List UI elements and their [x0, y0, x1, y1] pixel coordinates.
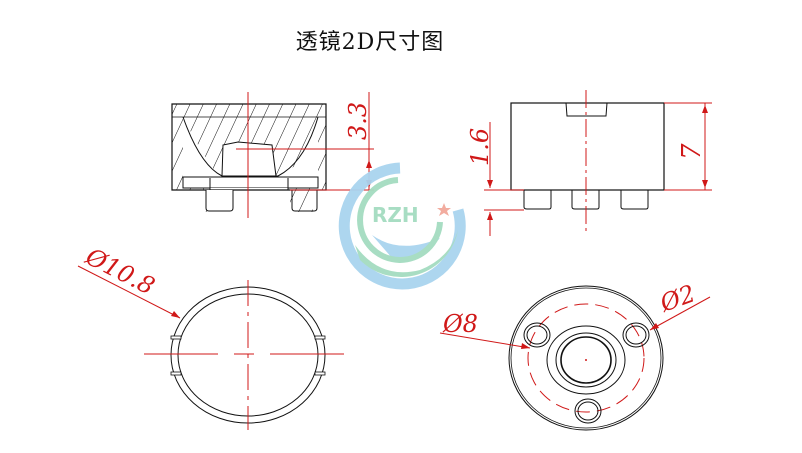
dim-7-label: 7 — [677, 143, 707, 160]
side-view: 7 1.6 — [466, 90, 712, 236]
dim-2-label: Ø2 — [656, 279, 699, 318]
dim-10.8-label: Ø10.8 — [80, 242, 159, 301]
bottom-view: Ø8 Ø2 — [439, 279, 711, 431]
rzh-watermark-logo: RZH — [338, 162, 466, 290]
drawing-title: 透镜2D尺寸图 — [295, 30, 445, 55]
top-view: Ø10.8 — [77, 242, 344, 430]
watermark-text: RZH — [372, 203, 419, 227]
section-view: 3.3 — [171, 92, 374, 218]
star-icon — [437, 203, 451, 216]
dim-1.6-label: 1.6 — [466, 128, 494, 166]
dim-8-label: Ø8 — [442, 310, 478, 338]
dim-3.3-label: 3.3 — [344, 102, 372, 140]
